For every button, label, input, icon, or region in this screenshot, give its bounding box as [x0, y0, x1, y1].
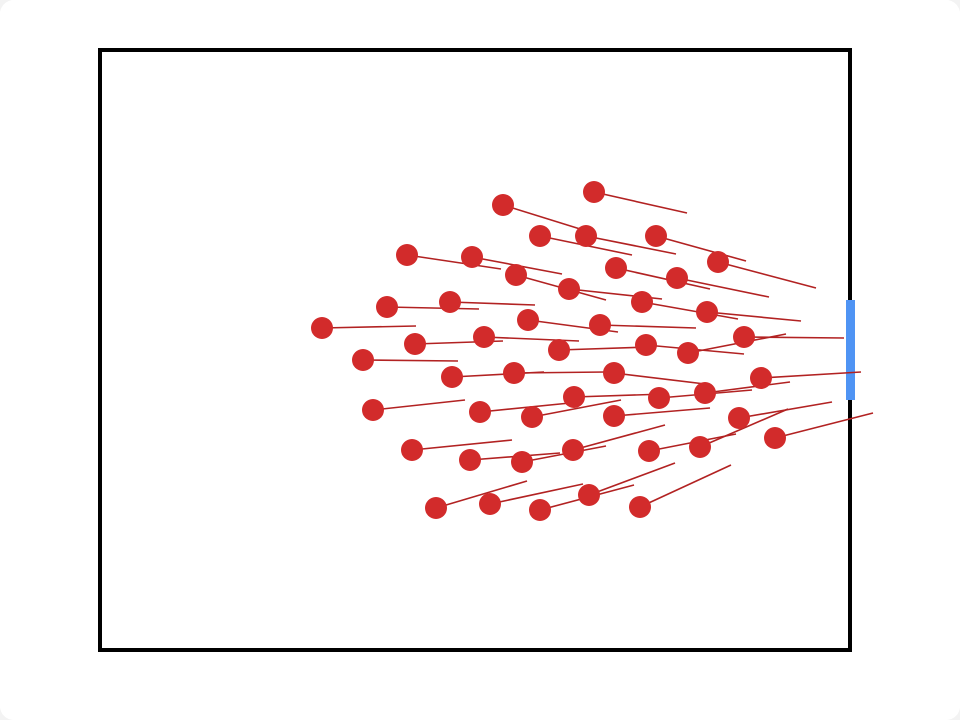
agent-dot: [469, 401, 491, 423]
agent-dot: [589, 314, 611, 336]
agent-dot: [529, 225, 551, 247]
agent-dot: [376, 296, 398, 318]
agent-dot: [575, 225, 597, 247]
agent-heading-line: [406, 254, 502, 270]
agent-dot: [459, 449, 481, 471]
agent-heading-line: [386, 306, 480, 310]
agent-dot: [750, 367, 772, 389]
agent-heading-line: [372, 399, 466, 411]
agent-dot: [645, 225, 667, 247]
agent-dot: [511, 451, 533, 473]
agent-heading-line: [558, 346, 651, 351]
agent-bodies: [311, 181, 786, 521]
agent-heading-line: [585, 235, 677, 255]
goal-marker: [846, 300, 855, 400]
agent-dot: [694, 382, 716, 404]
agent-dot: [503, 362, 525, 384]
agent-heading-line: [717, 261, 817, 289]
agent-heading-line: [743, 336, 845, 339]
agent-dot: [631, 291, 653, 313]
agent-dot: [461, 246, 483, 268]
agent-heading-line: [502, 204, 594, 234]
agent-dot: [558, 278, 580, 300]
agent-heading-line: [435, 480, 528, 509]
agent-dot: [352, 349, 374, 371]
agent-dot: [583, 181, 605, 203]
agent-heading-line: [489, 483, 584, 505]
agent-heading-line: [449, 301, 536, 306]
agent-dot: [473, 326, 495, 348]
agent-dot: [603, 362, 625, 384]
agent-dot: [689, 436, 711, 458]
agent-dot: [439, 291, 461, 313]
agent-dot: [548, 339, 570, 361]
agents-layer: [311, 181, 874, 521]
agent-heading-line: [676, 277, 770, 298]
agent-heading-line: [613, 407, 711, 417]
agent-dot: [441, 366, 463, 388]
agent-dot: [635, 334, 657, 356]
agent-heading-line: [639, 464, 732, 508]
agent-dot: [425, 497, 447, 519]
agent-dot: [677, 342, 699, 364]
agent-heading-line: [613, 372, 706, 385]
agent-dot: [479, 493, 501, 515]
agent-heading-line: [588, 462, 676, 496]
agent-heading-line: [615, 267, 711, 290]
agent-dot: [603, 405, 625, 427]
agent-heading-line: [513, 371, 607, 374]
agent-dot: [562, 439, 584, 461]
agent-heading-line: [531, 399, 622, 418]
agent-dot: [605, 257, 627, 279]
agent-headings: [321, 191, 874, 511]
agent-dot: [404, 333, 426, 355]
agent-heading-line: [411, 439, 513, 451]
agent-dot: [629, 496, 651, 518]
agent-heading-line: [479, 402, 571, 413]
agent-heading-line: [599, 324, 697, 329]
agent-heading-line: [321, 325, 417, 329]
agent-dot: [563, 386, 585, 408]
agent-dot: [505, 264, 527, 286]
agent-heading-line: [760, 371, 862, 379]
agent-dot: [311, 317, 333, 339]
agent-dot: [517, 309, 539, 331]
agent-dot: [764, 427, 786, 449]
agent-heading-line: [593, 191, 688, 214]
agent-dot: [648, 387, 670, 409]
agent-dot: [396, 244, 418, 266]
agent-dot: [728, 407, 750, 429]
agent-heading-line: [362, 359, 459, 362]
agent-heading-line: [655, 235, 747, 262]
agent-dot: [578, 484, 600, 506]
agent-dot: [666, 267, 688, 289]
agent-heading-line: [641, 301, 739, 320]
agent-heading-line: [774, 412, 874, 439]
agent-dot: [733, 326, 755, 348]
agent-dot: [492, 194, 514, 216]
agent-heading-line: [706, 311, 802, 322]
agent-dot: [521, 406, 543, 428]
agent-heading-line: [572, 424, 666, 451]
agent-heading-line: [704, 381, 791, 394]
agent-dot: [362, 399, 384, 421]
agent-dot: [529, 499, 551, 521]
agent-dot: [638, 440, 660, 462]
agent-dot: [707, 251, 729, 273]
agent-dot: [696, 301, 718, 323]
agent-heading-line: [699, 408, 789, 448]
agent-dot: [401, 439, 423, 461]
